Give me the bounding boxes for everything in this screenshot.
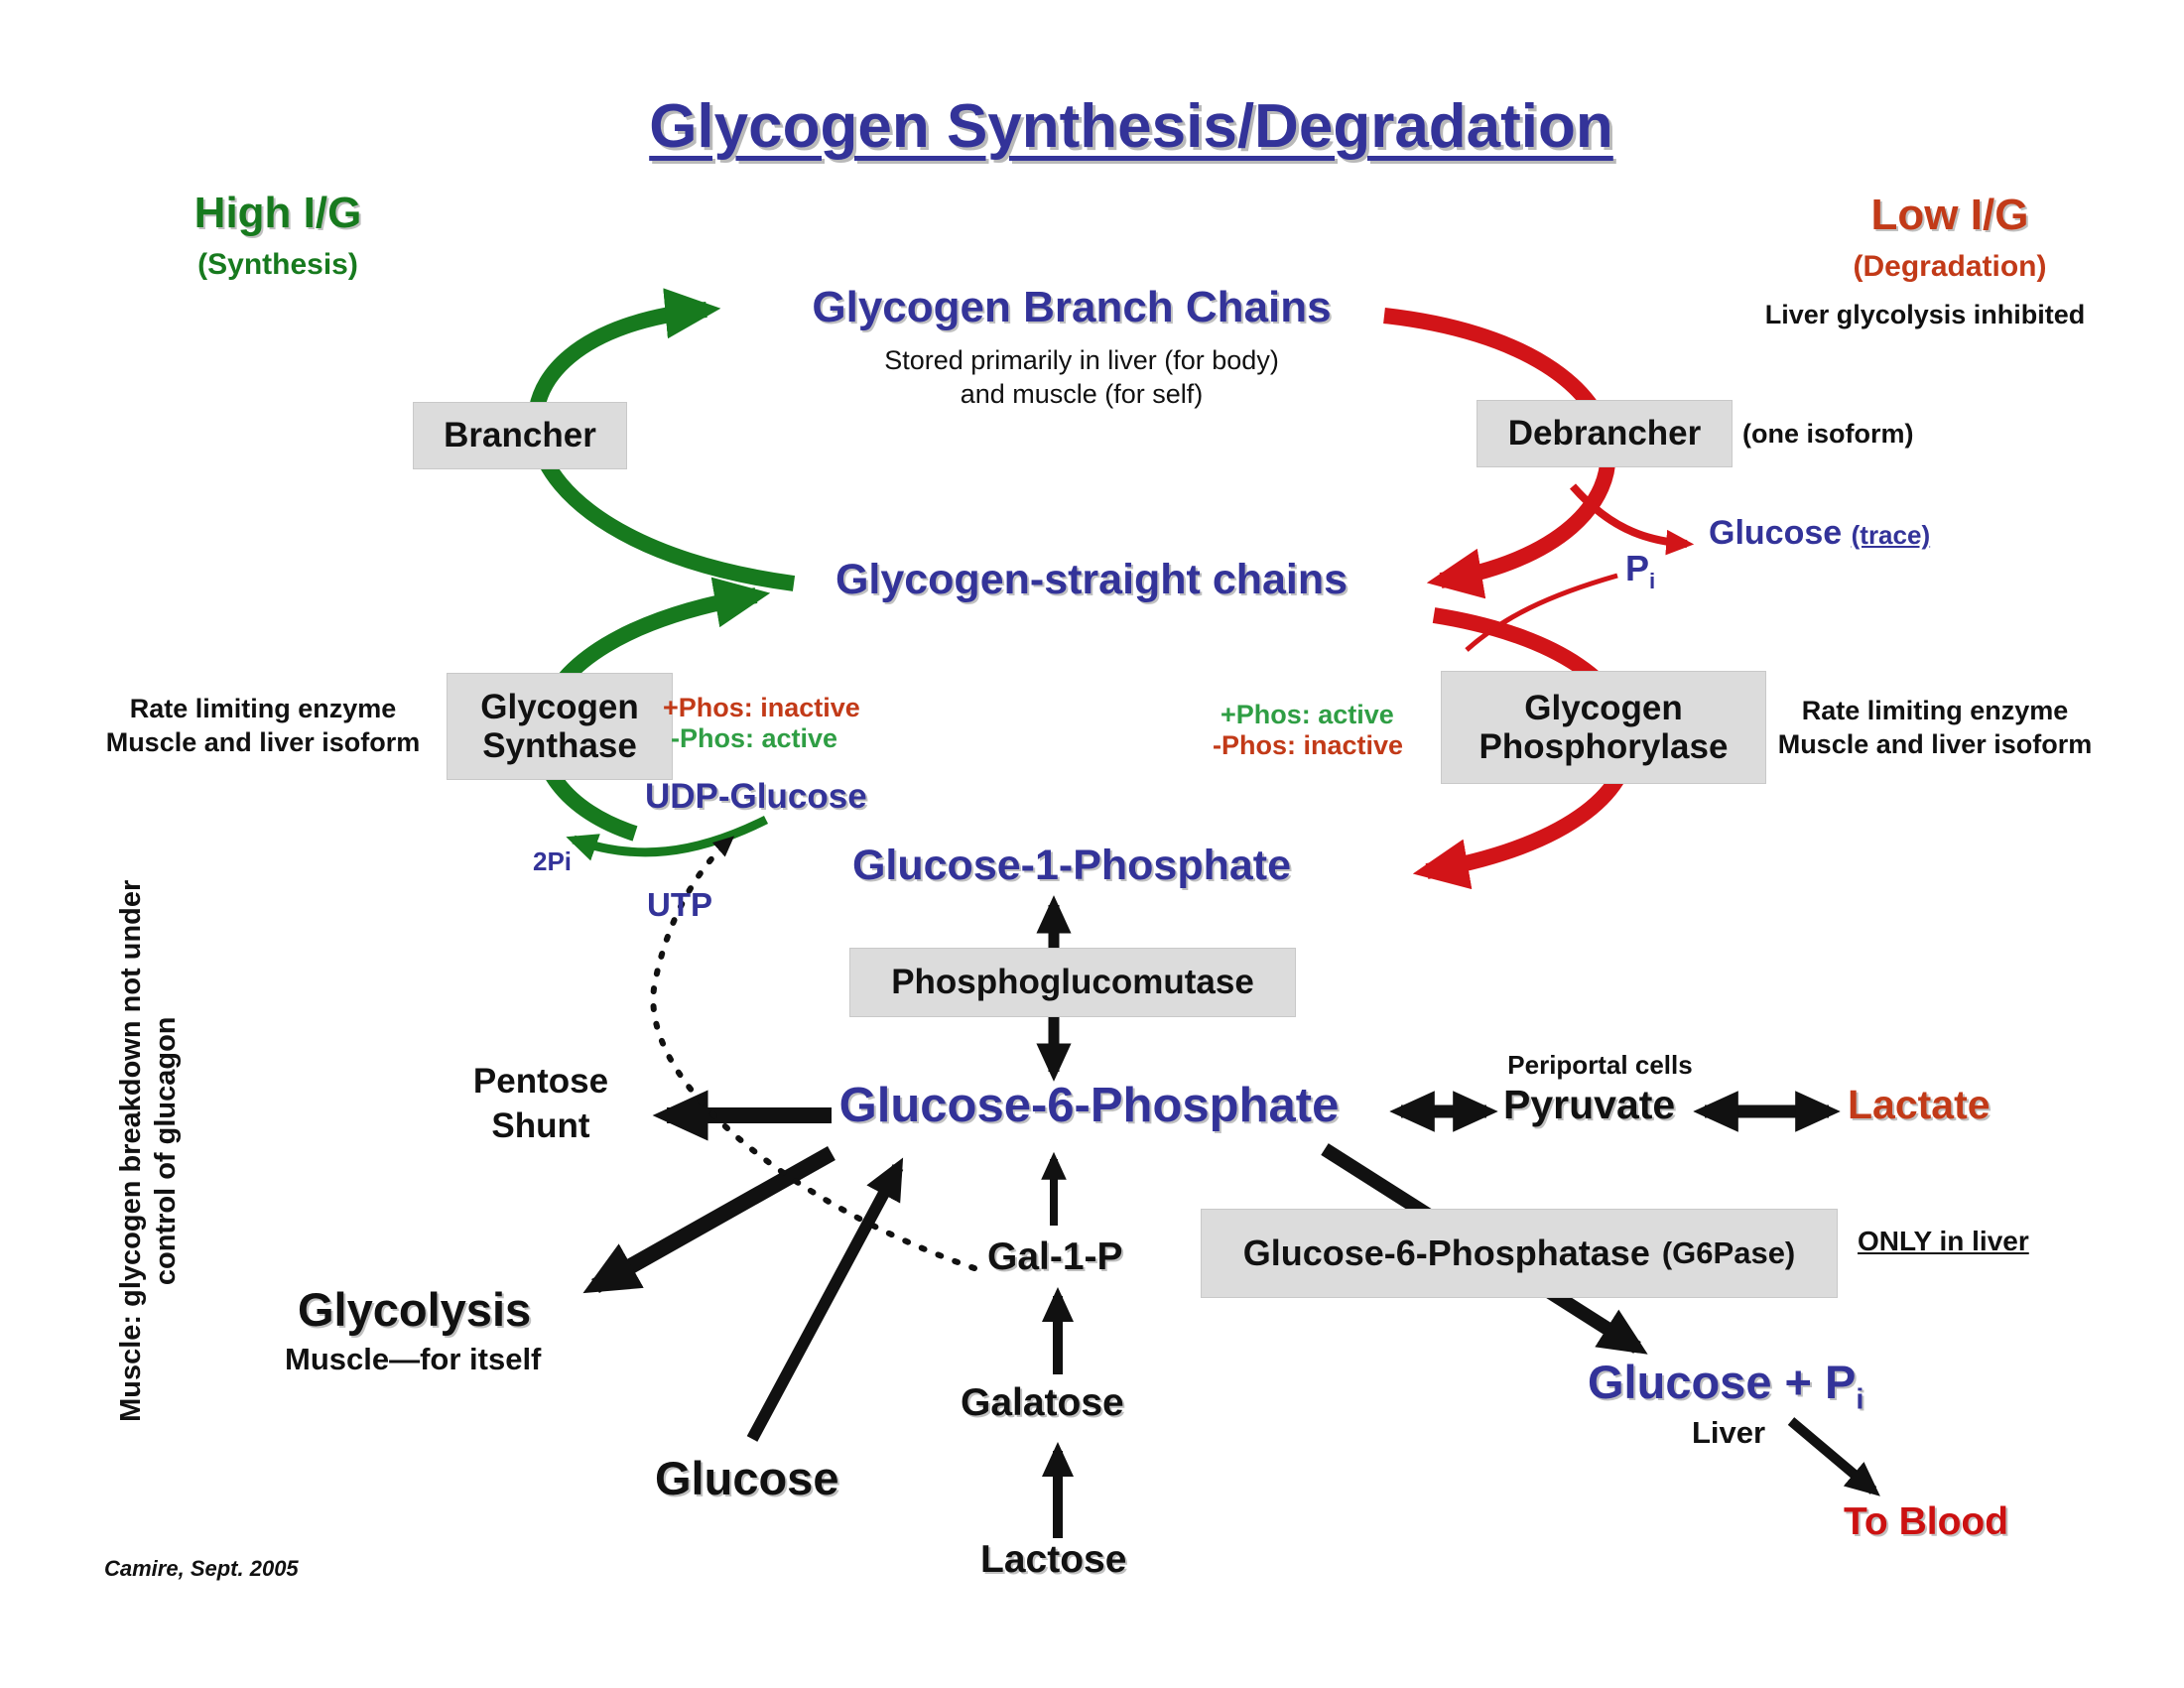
enzyme-box-brancher: Brancher [413,402,627,469]
node-glycolysis: Glycolysis [298,1283,532,1336]
phosphorylase-phos-minus: -Phos: inactive [1213,730,1404,760]
node-pentose-shunt: Pentose Shunt [447,1060,635,1149]
node-to-blood: To Blood [1844,1500,2009,1543]
enzyme-box-glycogen-synthase: Glycogen Synthase [447,673,673,780]
muscle-side-note-line1: Muscle: glycogen breakdown not under [115,879,148,1422]
node-glycogen-straight-chains: Glycogen-straight chains [835,556,1349,603]
phosphorylase-line2: Phosphorylase [1478,727,1729,766]
phosphorylase-line1: Glycogen [1524,688,1683,727]
node-glucose-1-phosphate: Glucose-1-Phosphate [851,842,1292,889]
synthase-phos-states: +Phos: inactive -Phos: active [663,693,860,754]
branch-chains-note-1: Stored primarily in liver (for body) [884,345,1279,375]
high-ig-heading: High I/G [193,189,362,237]
page-title: Glycogen Synthesis/Degradation [649,92,1613,161]
arrow-g6p-glycolysis [582,1146,835,1294]
enzyme-box-g6pase: Glucose-6-Phosphatase (G6Pase) [1201,1209,1838,1298]
debrancher-isoform-note: (one isoform) [1742,419,1914,449]
liver-glycolysis-note: Liver glycolysis inhibited [1764,300,2086,329]
node-glucose-6-phosphate: Glucose-6-Phosphate [838,1079,1340,1132]
arrow-gal1p-udpglucose-dotted [650,836,977,1271]
node-utp: UTP [647,886,712,923]
node-glucose-plus-pi: Glucose + Pi [1588,1355,1863,1416]
pi-subscript: i [1649,569,1656,594]
debrancher-label: Debrancher [1507,414,1702,454]
node-glucose-trace: Glucose (trace) [1709,514,1930,553]
enzyme-box-glycogen-phosphorylase: Glycogen Phosphorylase [1441,671,1766,784]
muscle-side-note: Muscle: glycogen breakdown not under con… [114,814,184,1489]
low-ig-subtitle: (Degradation) [1853,250,2047,283]
glucose-trace-annotation: (trace) [1851,520,1931,550]
glucose-pi-base: Glucose + P [1588,1356,1857,1408]
enzyme-box-phosphoglucomutase: Phosphoglucomutase [849,948,1296,1017]
synthase-line1: Glycogen [480,687,639,726]
synthase-phos-plus: +Phos: inactive [663,693,860,722]
synthase-note-line1: Rate limiting enzyme [129,694,397,723]
glucose-trace-label: Glucose [1709,514,1843,552]
node-gal-1-p: Gal-1-P [987,1235,1123,1278]
node-lactate: Lactate [1848,1082,1991,1127]
synthase-phos-minus: -Phos: active [671,723,838,753]
low-ig-heading: Low I/G [1870,191,2029,239]
g6pase-label: Glucose-6-Phosphatase [1242,1232,1650,1273]
brancher-label: Brancher [444,416,596,455]
liver-note: Liver [1692,1415,1766,1450]
arrow-pi-input [1465,573,1618,652]
phosphorylase-note-line1: Rate limiting enzyme [1801,696,2069,725]
node-pyruvate: Pyruvate [1503,1082,1676,1127]
arrow-liver-to-blood [1787,1417,1880,1496]
periportal-cells-note: Periportal cells [1507,1050,1693,1080]
node-2pi: 2Pi [533,846,573,876]
phosphorylase-phos-states: +Phos: active -Phos: inactive [1213,700,1403,761]
muscle-side-note-line2: control of glucagon [150,1016,182,1286]
pentose-line2: Shunt [491,1105,590,1145]
phosphorylase-note-line2: Muscle and liver isoform [1777,728,2093,759]
node-galactose: Galatose [961,1381,1124,1424]
arrow-glucose-trace [1569,483,1695,556]
node-glycogen-branch-chains: Glycogen Branch Chains [812,283,1332,331]
credit: Camire, Sept. 2005 [104,1556,299,1581]
synthase-note-line2: Muscle and liver isoform [105,726,421,757]
arrow-2pi-release [566,815,769,861]
glycolysis-note: Muscle—for itself [285,1342,542,1376]
arrow-glucose-g6p [746,1157,904,1442]
g6pase-annotation: (G6Pase) [1661,1234,1796,1270]
node-lactose: Lactose [980,1538,1127,1581]
glucose-pi-subscript: i [1856,1383,1864,1416]
phosphoglucomutase-label: Phosphoglucomutase [891,963,1254,1002]
node-udp-glucose: UDP-Glucose [645,777,867,816]
enzyme-box-debrancher: Debrancher [1477,400,1733,467]
branch-chains-note-2: and muscle (for self) [960,379,1204,409]
pentose-line1: Pentose [472,1062,609,1101]
only-in-liver-note: ONLY in liver [1858,1226,2029,1256]
high-ig-subtitle: (Synthesis) [197,248,358,281]
synthase-note: Rate limiting enzyme Muscle and liver is… [94,693,432,760]
phosphorylase-phos-plus: +Phos: active [1220,700,1394,729]
phosphorylase-note: Rate limiting enzyme Muscle and liver is… [1766,695,2104,762]
node-glucose: Glucose [655,1452,839,1504]
synthase-line2: Synthase [482,726,637,765]
pi-base: P [1625,548,1650,588]
pi-label: Pi [1625,548,1655,594]
